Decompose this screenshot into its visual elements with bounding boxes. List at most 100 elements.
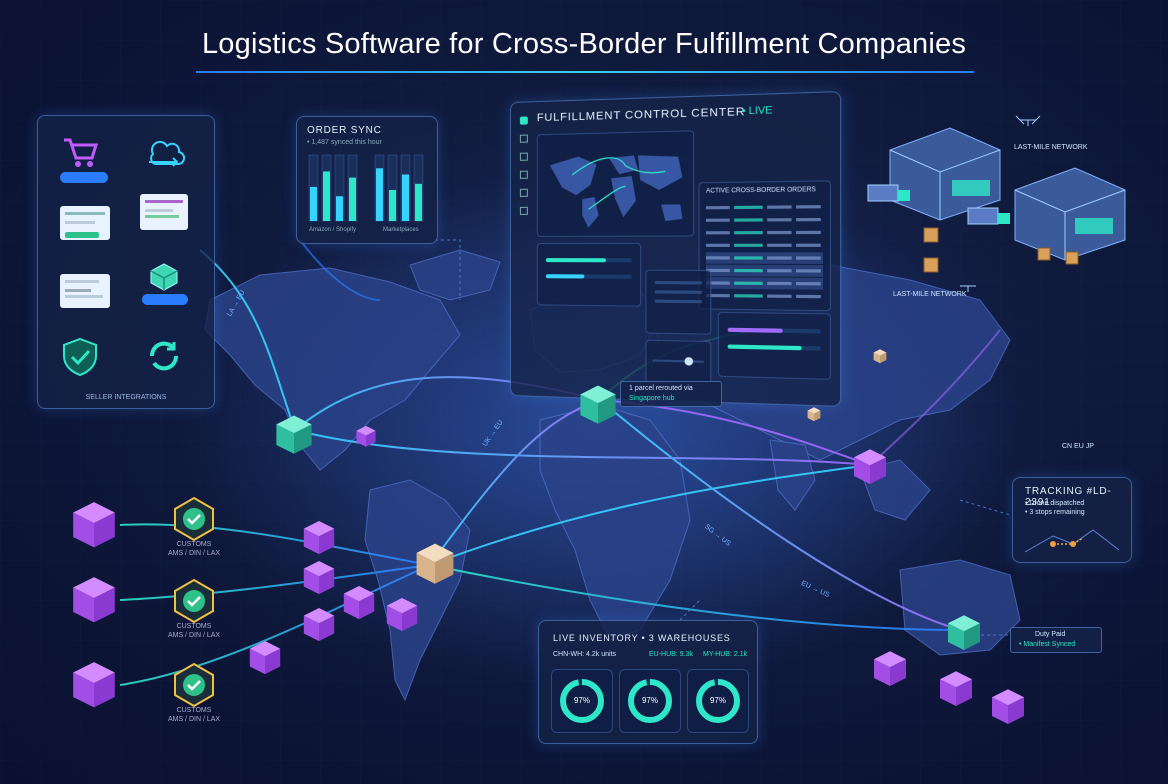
package-icon[interactable] xyxy=(870,648,910,688)
reroute-callout: 1 parcel rerouted via Singapore hub xyxy=(620,381,722,407)
duty-badge: Duty Paid • Manifest Synced xyxy=(1010,627,1102,653)
order-sync-bar xyxy=(376,168,383,221)
shield-check-icon[interactable] xyxy=(60,336,100,378)
inventory-stat2: EU-HUB: 9.3k xyxy=(649,651,693,658)
delivery-truck-icon xyxy=(867,184,910,202)
customs-check-icon[interactable] xyxy=(171,496,217,542)
customs-label-line2: AMS / DIN / LAX xyxy=(167,716,221,723)
order-sync-bar xyxy=(415,183,422,221)
inventory-ring-label: 97% xyxy=(641,696,658,705)
package-icon[interactable] xyxy=(988,686,1028,726)
warehouse-icon xyxy=(1014,167,1126,261)
customs-label-line2: AMS / DIN / LAX xyxy=(167,550,221,557)
inventory-ring-card[interactable]: 97% xyxy=(687,669,749,733)
last-mile-label-top: LAST-MILE NETWORK xyxy=(1014,144,1088,151)
inventory-ring-fill xyxy=(560,679,604,723)
package-icon[interactable] xyxy=(354,424,378,448)
tracking-route-map[interactable] xyxy=(1023,522,1121,556)
customs-label-line2: AMS / DIN / LAX xyxy=(167,632,221,639)
duty-line2: • Manifest Synced xyxy=(1019,641,1076,648)
refresh-icon[interactable] xyxy=(144,336,184,376)
order-sync-title: ORDER SYNC xyxy=(307,125,382,136)
inventory-ring-label: 97% xyxy=(709,696,726,705)
tracking-panel: TRACKING #LD-2391 • Drone dispatched • 3… xyxy=(1012,477,1132,563)
inventory-ring xyxy=(628,679,672,723)
order-sync-bar xyxy=(323,171,330,221)
package-icon[interactable] xyxy=(936,668,976,708)
order-sync-subtitle: • 1,487 synced this hour xyxy=(307,139,382,146)
cloud-sync-icon[interactable] xyxy=(143,134,187,174)
sync-pill[interactable] xyxy=(142,294,188,305)
inventory-ring-card[interactable]: 97% xyxy=(551,669,613,733)
package-icon[interactable] xyxy=(246,638,284,676)
package-icon[interactable] xyxy=(68,658,120,710)
package-icon[interactable] xyxy=(872,348,888,364)
package-icon[interactable] xyxy=(68,498,120,550)
inventory-ring-label: 97% xyxy=(573,696,590,705)
package-icon[interactable] xyxy=(340,583,378,621)
inventory-ring-card[interactable]: 97% xyxy=(619,669,681,733)
inventory-title: LIVE INVENTORY • 3 WAREHOUSES xyxy=(553,633,731,643)
inventory-ring xyxy=(560,679,604,723)
duty-line1: Duty Paid xyxy=(1035,631,1066,638)
tracking-line2: • 3 stops remaining xyxy=(1025,509,1085,516)
order-sync-bar-chart xyxy=(308,154,424,222)
last-mile-scene xyxy=(867,115,1126,292)
drone-icon xyxy=(960,285,976,292)
seller-integrations-label: SELLER INTEGRATIONS xyxy=(85,394,167,401)
route-lines xyxy=(119,239,1001,686)
inventory-ring-fill xyxy=(696,679,740,723)
package-icon[interactable] xyxy=(68,573,120,625)
drone-icon xyxy=(1015,115,1041,126)
hub-package-icon[interactable] xyxy=(944,612,984,652)
hub-package-icon[interactable] xyxy=(576,382,620,426)
customs-label: CUSTOMS AMS / DIN / LAX xyxy=(159,706,229,724)
hub-package-icon[interactable] xyxy=(412,540,458,586)
inventory-panel: LIVE INVENTORY • 3 WAREHOUSES CHN-WH: 4.… xyxy=(538,620,758,744)
inventory-stat1: CHN-WH: 4.2k units xyxy=(553,651,617,658)
package-icon[interactable] xyxy=(850,446,890,486)
package-icon[interactable] xyxy=(148,261,180,293)
customs-label: CUSTOMS AMS / DIN / LAX xyxy=(159,540,229,558)
reroute-line2: Singapore hub xyxy=(629,395,675,402)
storefront-card-icon[interactable] xyxy=(60,206,110,240)
package-icon[interactable] xyxy=(300,518,338,556)
order-sync-bar xyxy=(336,196,343,221)
inventory-ring-fill xyxy=(628,679,672,723)
order-sync-left-caption: Amazon / Shopify xyxy=(309,227,357,233)
connect-pill[interactable] xyxy=(60,172,108,183)
tracking-line1: • Drone dispatched xyxy=(1025,500,1085,507)
order-sync-bar xyxy=(349,177,356,221)
order-sync-panel: ORDER SYNC • 1,487 synced this hour Amaz… xyxy=(296,116,438,244)
order-sync-right-caption: Marketplaces xyxy=(383,227,419,233)
customs-check-icon[interactable] xyxy=(171,662,217,708)
seller-integrations-panel: SELLER INTEGRATIONS xyxy=(37,115,215,409)
package-icon[interactable] xyxy=(806,406,822,422)
asia-flags-label: CN EU JP xyxy=(1062,443,1094,450)
order-sync-bar xyxy=(389,190,396,221)
inventory-ring xyxy=(696,679,740,723)
order-sync-bar xyxy=(402,174,409,221)
customs-label-line1: CUSTOMS xyxy=(176,707,212,714)
customs-label-line1: CUSTOMS xyxy=(176,623,212,630)
reroute-line1: 1 parcel rerouted via xyxy=(629,385,693,392)
customs-check-icon[interactable] xyxy=(171,578,217,624)
parcel-icons xyxy=(923,227,1079,273)
shopping-cart-icon[interactable] xyxy=(60,134,100,168)
marketplace-card-icon[interactable] xyxy=(140,194,188,230)
mini-world-map[interactable] xyxy=(536,130,695,237)
inventory-rings: 97% 97% 97% xyxy=(551,669,749,733)
package-icon[interactable] xyxy=(300,605,338,643)
listing-card-icon[interactable] xyxy=(60,274,110,308)
order-sync-bar xyxy=(310,186,317,221)
customs-label-line1: CUSTOMS xyxy=(176,541,212,548)
delivery-truck-icon xyxy=(967,207,1010,225)
control-center-panel: FULFILLMENT CONTROL CENTER • LIVE ACTIVE… xyxy=(510,90,842,408)
connector-lines xyxy=(435,239,1011,636)
hub-package-icon[interactable] xyxy=(272,412,316,456)
inventory-stat3: MY-HUB: 2.1k xyxy=(703,651,748,658)
package-icon[interactable] xyxy=(300,558,338,596)
last-mile-label-bottom: LAST-MILE NETWORK xyxy=(893,291,967,298)
package-icon[interactable] xyxy=(383,595,421,633)
